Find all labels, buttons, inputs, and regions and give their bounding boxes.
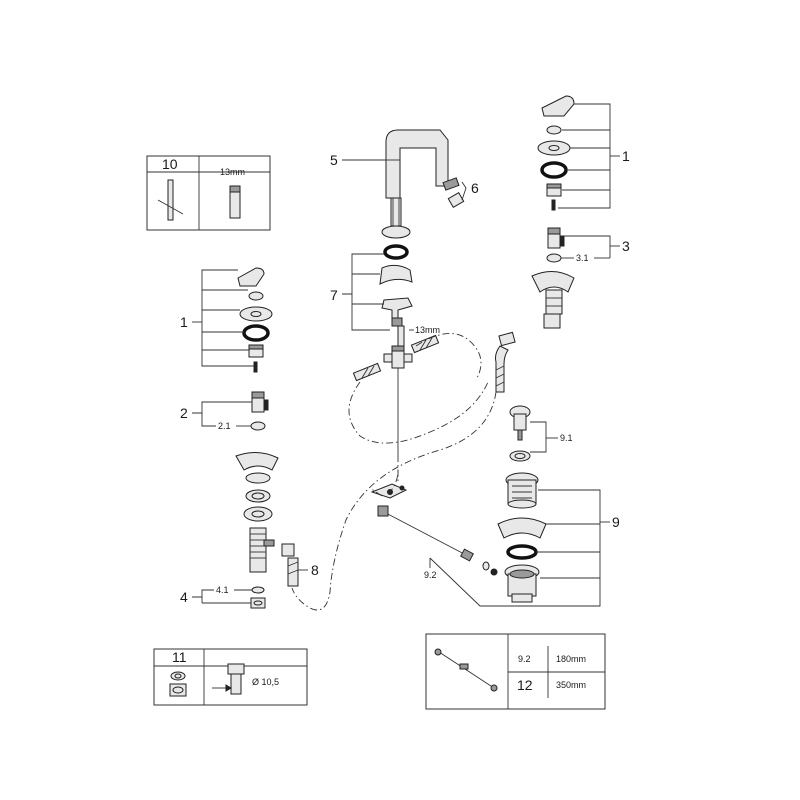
spout-assembly: 13mm (352, 129, 465, 482)
spout-o-ring (383, 244, 409, 260)
pivot-rod (377, 505, 498, 576)
pipe-adapter-icon (212, 663, 245, 695)
adapter-box-11: 11 Ø 10,5 (153, 648, 308, 706)
right-valve-assembly (495, 95, 620, 393)
box11-diameter: Ø 10,5 (252, 677, 279, 687)
callout-5: 5 (330, 152, 338, 168)
mounting-bracket (381, 297, 413, 319)
length-table-box-12: 9.2 180mm 12 350mm (425, 633, 606, 710)
callout-9: 9 (612, 514, 620, 530)
left-handle (237, 267, 265, 287)
callout-9-2: 9.2 (424, 570, 437, 580)
callout-8: 8 (311, 562, 319, 578)
callout-3-1: 3.1 (576, 253, 589, 263)
left-threaded-body (249, 527, 275, 573)
right-supply-hose (410, 334, 440, 354)
right-deck-gasket (531, 271, 575, 293)
drain-rod-icon (434, 648, 498, 692)
row-12-length: 350mm (556, 680, 586, 690)
callout-9-1: 9.1 (560, 433, 573, 443)
row-9-2-item: 9.2 (518, 654, 531, 664)
dashed-routing (291, 333, 497, 611)
washer-icon (170, 671, 186, 681)
aerator (442, 177, 465, 209)
right-cartridge (547, 227, 565, 249)
drain-gasket (497, 517, 547, 539)
right-supply-hose-elbow (495, 331, 516, 393)
box10-number: 10 (162, 156, 178, 172)
spout-tool-size-label: 13mm (415, 325, 440, 335)
callout-3: 3 (622, 238, 630, 254)
right-valve-body (543, 289, 563, 329)
nut-icon (169, 683, 187, 697)
callout-1-left: 1 (180, 314, 188, 330)
box10-size: 13mm (220, 167, 245, 177)
drain-flange (505, 472, 539, 509)
tool-box-10: 10 13mm (146, 155, 271, 231)
drain-body (504, 564, 540, 603)
box11-number: 11 (172, 649, 187, 665)
callout-1-right: 1 (622, 148, 630, 164)
callout-4-1: 4.1 (216, 585, 229, 595)
deck-gasket (379, 264, 413, 285)
left-deck-gasket (235, 452, 279, 471)
clevis (370, 483, 408, 499)
left-valve-assembly (192, 267, 308, 609)
callout-4: 4 (180, 589, 188, 605)
spout-flange (381, 225, 411, 239)
callout-6: 6 (471, 180, 479, 196)
left-supply-hose (352, 362, 382, 382)
callout-7: 7 (330, 287, 338, 303)
row-12-item: 12 (517, 677, 533, 693)
drain-assembly (370, 405, 610, 607)
spout (385, 129, 449, 199)
left-elbow-hose (281, 543, 299, 587)
row-9-2-length: 180mm (556, 654, 586, 664)
left-cartridge (251, 391, 269, 413)
callout-2: 2 (180, 405, 188, 421)
tee-connector (383, 345, 413, 369)
callout-labels: 5 6 7 1 2 2.1 4 4.1 8 1 3 3.1 9.1 9 9.2 (180, 148, 630, 605)
socket-tool-icon (229, 185, 241, 219)
t-key-tool-icon (157, 179, 184, 221)
right-handle (541, 95, 575, 117)
pop-up-stopper (509, 405, 531, 441)
callout-2-1: 2.1 (218, 421, 231, 431)
